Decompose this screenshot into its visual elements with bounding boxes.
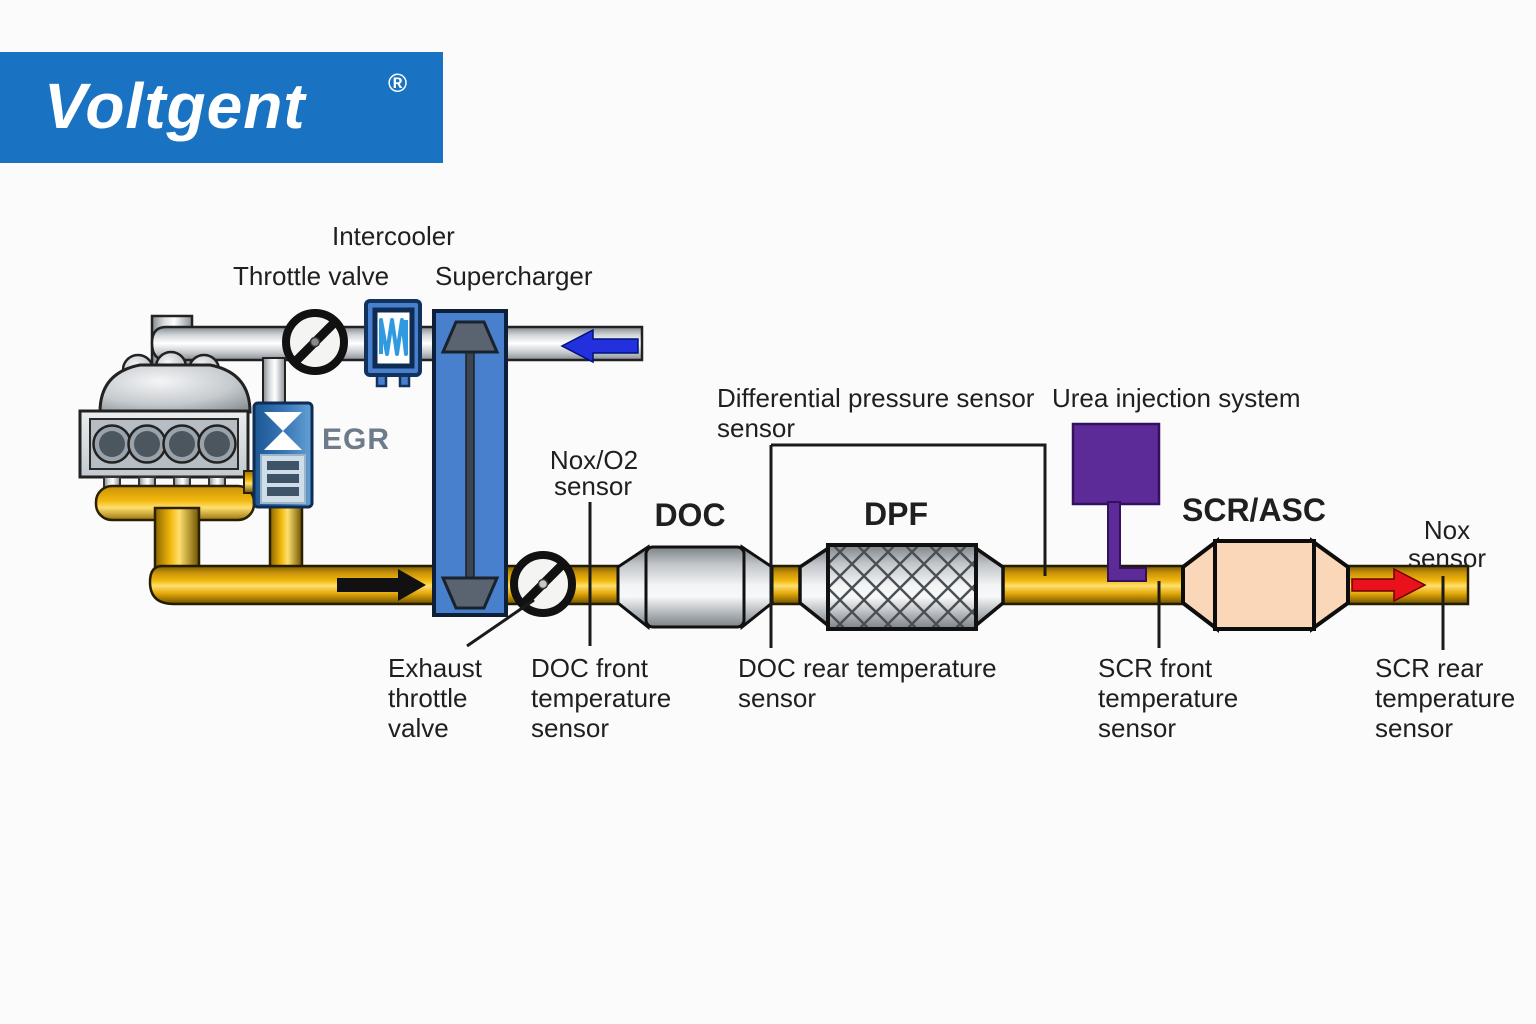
urea-injector: [1071, 422, 1161, 582]
scr-asc-label: SCR/ASC: [1182, 492, 1326, 528]
doc-catalyst: [616, 544, 774, 631]
doc-front-temperature-sensor-label: temperature: [531, 683, 671, 713]
exhaust-throttle-valve-label: valve: [388, 713, 449, 743]
doc-front-temperature-sensor-label: DOC front: [531, 653, 649, 683]
urea-tank: [1071, 422, 1161, 506]
urea-injection-system-label: Urea injection system: [1052, 383, 1301, 413]
dpf-mesh: [826, 543, 978, 631]
doc-front-temperature-sensor-label: sensor: [531, 713, 609, 743]
logo-registered-mark: ®: [388, 68, 407, 98]
scr-rear-temperature-sensor-label: SCR rear: [1375, 653, 1484, 683]
dpf-filter: [798, 543, 1005, 631]
differential-pressure-sensor-label: sensor: [717, 413, 795, 443]
scr-rear-temperature-sensor-label: temperature: [1375, 683, 1515, 713]
diff-pressure-bracket: [771, 443, 1047, 576]
exhaust-throttle-valve-label: Exhaust: [388, 653, 483, 683]
scr-catalyst: [1181, 536, 1350, 634]
egr-supply-pipe: [262, 357, 286, 409]
urea-injector-nozzle: [1107, 501, 1147, 582]
scr-front-temperature-sensor-label: sensor: [1098, 713, 1176, 743]
intercooler: [364, 299, 422, 388]
exhaust-throttle-valve-label: throttle: [388, 683, 468, 713]
doc-rear-temperature-sensor-label: DOC rear temperature: [738, 653, 997, 683]
dpf-label: DPF: [864, 496, 928, 532]
supercharger-label: Supercharger: [435, 261, 593, 291]
scr-rear-temperature-sensor-label: sensor: [1375, 713, 1453, 743]
intercooler-label: Intercooler: [332, 221, 455, 251]
supercharger: [432, 309, 508, 617]
differential-pressure-sensor-label: Differential pressure sensor: [717, 383, 1035, 413]
logo-background: [0, 52, 443, 163]
scr-front-temperature-sensor-label: SCR front: [1098, 653, 1213, 683]
exhaust-flow-arrow: [337, 569, 426, 601]
doc-label: DOC: [654, 497, 725, 533]
nox-o2-sensor-label: sensor: [554, 471, 632, 501]
throttle-valve-label: Throttle valve: [233, 261, 389, 291]
egr-valve: [252, 401, 314, 509]
nox-sensor-label: sensor: [1408, 543, 1486, 573]
tailpipe-flow-arrow: [1351, 567, 1427, 603]
engine-intake-manifold-dome: [98, 350, 252, 414]
nox-sensor-label: Nox: [1424, 515, 1470, 545]
supercharger-bottom-rotor: [440, 576, 500, 610]
nox-o2-sensor-label: Nox/O2: [550, 445, 638, 475]
throttle-valve: [282, 309, 348, 375]
egr-label: EGR: [322, 423, 390, 456]
intake-flow-arrow: [560, 328, 639, 364]
supercharger-top-rotor: [440, 320, 500, 354]
exhaust-throttle-valve: [510, 551, 576, 617]
supercharger-shaft: [465, 349, 475, 583]
logo-text: Voltgent: [44, 70, 307, 142]
brand-logo: Voltgent ®: [0, 52, 443, 163]
egr-valve-symbol: [264, 412, 302, 450]
engine-cylinders: [92, 424, 237, 464]
intercooler-coil: [379, 318, 408, 356]
doc-rear-temperature-sensor-label: sensor: [738, 683, 816, 713]
engine-block: [78, 409, 250, 479]
leader-exhaust-throttle: [466, 598, 535, 648]
scr-front-temperature-sensor-label: temperature: [1098, 683, 1238, 713]
